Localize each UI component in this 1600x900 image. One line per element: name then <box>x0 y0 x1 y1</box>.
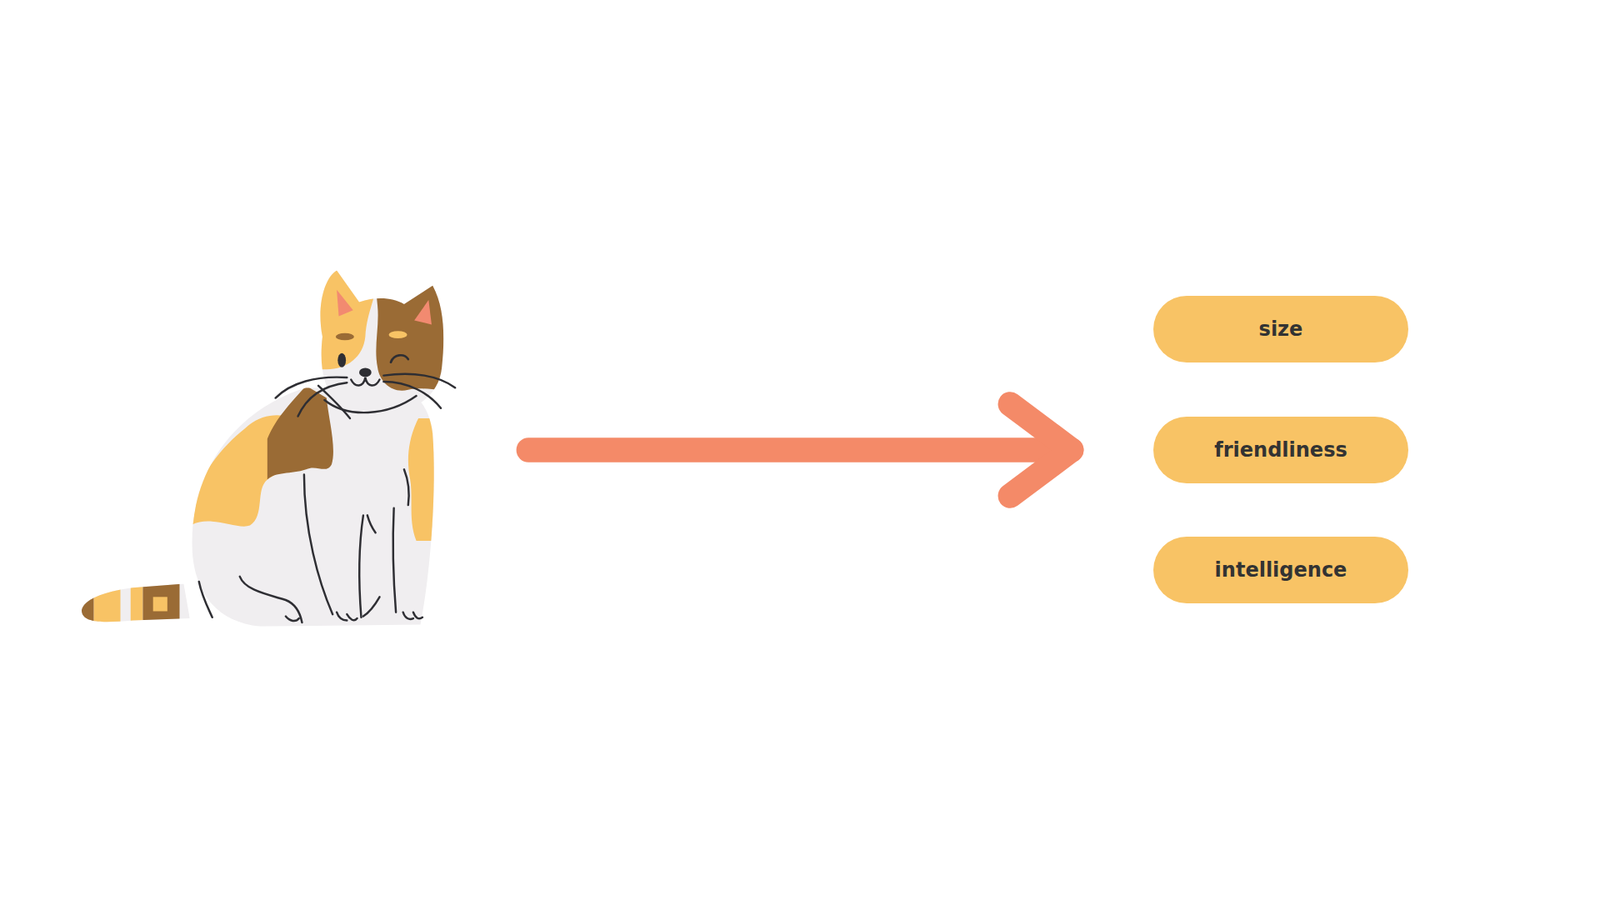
cat-illustration <box>71 260 1072 643</box>
feature-label: friendliness <box>1214 438 1347 462</box>
feature-label: intelligence <box>1215 558 1348 582</box>
feature-label: size <box>1259 317 1304 341</box>
feature-pill: size <box>1153 295 1409 363</box>
arrow <box>528 404 1071 496</box>
feature-pill: intelligence <box>1153 536 1409 604</box>
feature-pill: friendliness <box>1153 416 1409 484</box>
